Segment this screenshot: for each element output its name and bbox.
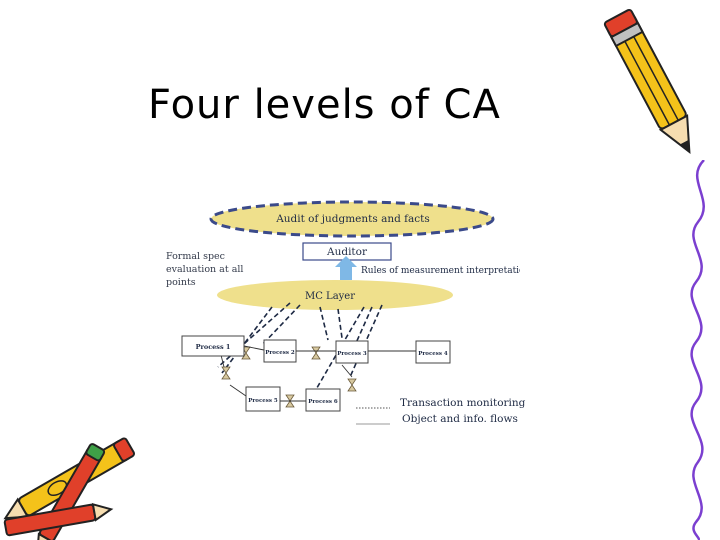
mc-layer-label: MC Layer	[305, 291, 355, 302]
audit-label: Audit of judgments and facts	[275, 213, 430, 225]
process-box: Process 5	[245, 386, 281, 412]
process-box: Process 6	[305, 388, 341, 412]
process-box: Process 2	[263, 339, 297, 363]
svg-text:Process 3: Process 3	[337, 351, 367, 357]
pencil-icon	[603, 8, 691, 155]
svg-text:Process 5: Process 5	[248, 398, 278, 404]
slide-title: Four levels of CA	[148, 82, 501, 128]
formal-spec-label: Formal spec evaluation at all points	[166, 250, 243, 289]
wavy-border-decoration	[690, 160, 705, 540]
svg-text:Process 1: Process 1	[196, 343, 231, 351]
process-box: Process 4	[415, 340, 451, 364]
rules-label: Rules of measurement interpretation	[361, 266, 520, 276]
up-arrow-icon	[335, 256, 357, 280]
formal-spec-line: evaluation at all	[166, 264, 244, 275]
process-box: Process 1	[181, 335, 245, 357]
legend-object-flows-label: Object and info. flows	[402, 413, 518, 425]
formal-spec-line: Formal spec	[166, 251, 225, 262]
svg-text:Process 6: Process 6	[308, 399, 338, 405]
hourglass-markers	[221, 346, 357, 408]
audit-ellipse	[209, 200, 495, 238]
formal-spec-line: points	[166, 277, 196, 288]
ca-levels-diagram: Audit of judgments and facts Auditor Rul…	[181, 200, 520, 425]
legend-transaction-label: Transaction monitoring	[400, 397, 526, 409]
svg-text:Process 4: Process 4	[418, 351, 448, 357]
process-box: Process 3	[335, 340, 369, 364]
svg-text:Process 2: Process 2	[265, 350, 295, 356]
mc-layer-ellipse	[217, 280, 453, 310]
auditor-label: Auditor	[326, 246, 368, 258]
object-flow-arrows	[219, 345, 416, 402]
pencils-icon	[3, 437, 135, 540]
